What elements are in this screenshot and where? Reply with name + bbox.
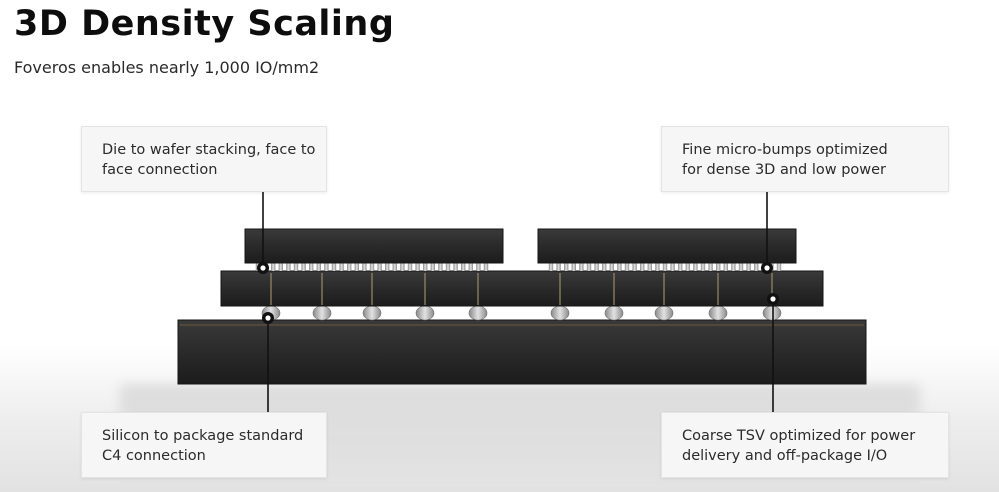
micro-bump: [476, 263, 481, 271]
micro-bump: [445, 263, 451, 271]
page-title: 3D Density Scaling: [14, 4, 395, 44]
micro-bump: [278, 263, 283, 271]
micro-bump: [693, 263, 698, 271]
micro-bump: [362, 263, 367, 271]
micro-bump: [594, 263, 599, 271]
callout-die-to-wafer-line1: Die to wafer stacking, face to: [102, 142, 316, 158]
callout-micro-bumps-line1: Fine micro-bumps optimized: [682, 142, 888, 158]
page-subtitle: Foveros enables nearly 1,000 IO/mm2: [14, 58, 320, 77]
micro-bump: [602, 263, 607, 271]
micro-bump: [670, 263, 675, 271]
micro-bump: [385, 263, 390, 271]
micro-bump: [647, 263, 652, 271]
micro-bump: [423, 263, 428, 271]
micro-bump: [309, 263, 314, 271]
marker-c4: [262, 312, 274, 324]
c4-bump: [468, 305, 488, 321]
callout-die-to-wafer: Die to wafer stacking, face to face conn…: [81, 126, 327, 192]
micro-bump: [617, 263, 622, 271]
c4-bump: [708, 305, 728, 321]
micro-bump: [430, 263, 435, 271]
micro-bump: [392, 263, 397, 271]
callout-tsv: Coarse TSV optimized for power delivery …: [661, 412, 949, 478]
callout-c4-line1: Silicon to package standard: [102, 428, 304, 444]
micro-bump: [586, 263, 592, 271]
micro-bump: [678, 263, 683, 271]
micro-bump: [564, 263, 569, 271]
callout-tsv-line1: Coarse TSV optimized for power: [682, 428, 916, 444]
micro-bump: [640, 263, 645, 271]
marker-die-to-wafer: [257, 262, 269, 274]
micro-bump: [316, 263, 321, 271]
micro-bump-row: [255, 263, 782, 271]
c4-bump: [550, 305, 570, 321]
micro-bump: [632, 263, 637, 271]
micro-bump: [293, 263, 299, 271]
marker-micro-bumps: [761, 262, 773, 274]
callout-die-to-wafer-line2: face connection: [102, 162, 218, 178]
base-die: [220, 270, 824, 307]
c4-bump: [762, 305, 782, 321]
micro-bump: [579, 263, 584, 271]
micro-bump: [754, 263, 759, 271]
micro-bump: [354, 263, 359, 271]
micro-bump: [339, 263, 344, 271]
micro-bump: [483, 263, 489, 271]
micro-bump: [415, 263, 420, 271]
micro-bump: [324, 263, 329, 271]
callout-micro-bumps-line2: for dense 3D and low power: [682, 162, 887, 178]
tsv-group: [270, 273, 773, 305]
callout-c4-line2: C4 connection: [102, 448, 206, 464]
micro-bump: [438, 263, 443, 271]
micro-bump: [655, 263, 660, 271]
c4-bump: [312, 305, 332, 321]
micro-bump: [746, 263, 751, 271]
micro-bump: [468, 263, 473, 271]
c4-bump: [362, 305, 382, 321]
c4-bump-row: [261, 305, 782, 321]
micro-bump: [461, 263, 466, 271]
top-die-right: [537, 228, 797, 264]
micro-bump: [624, 263, 630, 271]
micro-bump: [776, 263, 782, 271]
micro-bump: [662, 263, 668, 271]
callout-c4: Silicon to package standard C4 connectio…: [81, 412, 327, 478]
micro-bump: [571, 263, 576, 271]
callout-micro-bumps: Fine micro-bumps optimized for dense 3D …: [661, 126, 949, 192]
micro-bump: [301, 263, 306, 271]
micro-bump: [556, 263, 561, 271]
marker-tsv: [767, 293, 779, 305]
micro-bump: [400, 263, 405, 271]
micro-bump: [708, 263, 713, 271]
micro-bump: [731, 263, 736, 271]
c4-bump: [654, 305, 674, 321]
micro-bump: [377, 263, 382, 271]
micro-bump: [609, 263, 614, 271]
c4-bump: [604, 305, 624, 321]
micro-bump: [271, 263, 276, 271]
top-die-left: [244, 228, 504, 264]
micro-bump: [738, 263, 744, 271]
micro-bump: [700, 263, 706, 271]
c4-bump: [415, 305, 435, 321]
micro-bump: [685, 263, 690, 271]
micro-bump: [548, 263, 554, 271]
callout-tsv-line2: delivery and off-package I/O: [682, 448, 888, 464]
package-substrate: [177, 319, 867, 385]
micro-bump: [369, 263, 375, 271]
micro-bump: [723, 263, 728, 271]
micro-bump: [716, 263, 721, 271]
micro-bump: [331, 263, 337, 271]
micro-bump: [347, 263, 352, 271]
micro-bump: [407, 263, 413, 271]
micro-bump: [286, 263, 291, 271]
micro-bump: [453, 263, 458, 271]
